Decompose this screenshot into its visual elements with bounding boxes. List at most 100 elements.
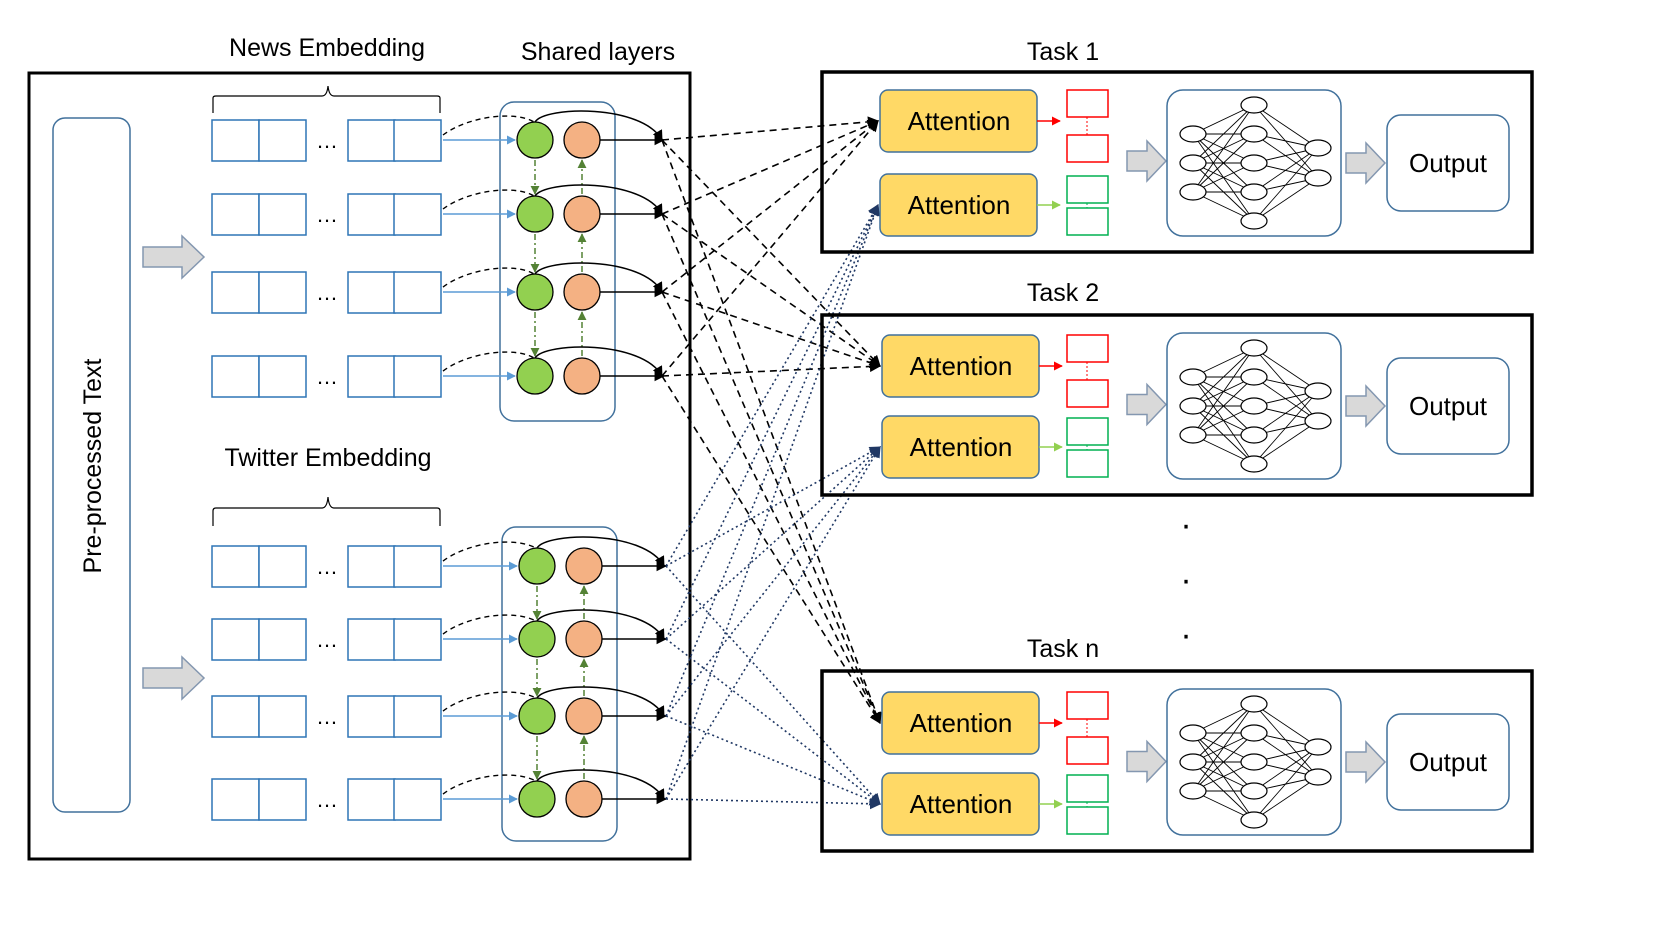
twitter-to-attention-link — [665, 446, 881, 717]
twitter-to-attention-link — [665, 638, 881, 805]
task-title: Task 2 — [1027, 279, 1099, 307]
decoder-node — [565, 547, 603, 585]
network-neuron — [1179, 368, 1207, 386]
network-neuron — [1240, 724, 1268, 742]
twitter-to-attention-link — [665, 203, 880, 800]
attention-label: Attention — [910, 708, 1013, 738]
to-network-arrow — [1126, 382, 1168, 427]
task-frame — [820, 70, 1534, 254]
news-to-attention-link — [661, 213, 882, 725]
attention-weight-box — [1066, 134, 1109, 163]
attention-label: Attention — [910, 432, 1013, 462]
news-input-arrow — [142, 234, 206, 280]
embedding-cell — [347, 355, 396, 398]
embedding-ellipsis: … — [316, 280, 338, 305]
task-frame — [820, 669, 1534, 853]
network-neuron — [1240, 183, 1268, 201]
attention-weight-box — [1066, 691, 1109, 720]
task-frame — [820, 313, 1534, 497]
embedding-cell — [258, 119, 307, 162]
embedding-cell — [258, 271, 307, 314]
twitter-to-attention-link — [665, 715, 882, 806]
embedding-cell — [258, 193, 307, 236]
embedding-ellipsis: … — [316, 704, 338, 729]
embedding-ellipsis: … — [316, 554, 338, 579]
network-neuron — [1304, 382, 1332, 400]
network-neuron — [1240, 125, 1268, 143]
encoder-node — [518, 697, 556, 735]
embedding-cell — [258, 355, 307, 398]
embedding-cell — [347, 618, 396, 661]
embedding-cell — [393, 271, 442, 314]
encoder-node — [518, 620, 556, 658]
attention-weight-box — [1066, 379, 1109, 408]
decoder-node — [563, 357, 601, 395]
twitter-embedding-brace — [212, 496, 441, 526]
embedding-cell — [347, 695, 396, 738]
news-embedding-label: News Embedding — [229, 34, 425, 62]
network-neuron — [1240, 811, 1268, 829]
embedding-ellipsis: … — [316, 627, 338, 652]
embedding-cell — [393, 119, 442, 162]
network-neuron — [1240, 96, 1268, 114]
encoder-node — [516, 357, 554, 395]
news-to-attention-link — [661, 360, 882, 377]
embedding-cell — [393, 618, 442, 661]
shared-layers-label: Shared layers — [521, 38, 675, 66]
embedding-cell — [211, 695, 260, 738]
news-to-attention-link — [661, 139, 881, 367]
network-neuron — [1179, 154, 1207, 172]
attention-weight-box — [1066, 774, 1109, 803]
twitter-embedding-row: … — [211, 609, 668, 697]
task-title: Task n — [1027, 635, 1099, 663]
decoder-node — [565, 697, 603, 735]
encoder-node — [516, 121, 554, 159]
output-box — [1386, 713, 1510, 811]
twitter-embedding-row: … — [211, 769, 668, 821]
twitter-to-attention-link — [665, 203, 880, 717]
embedding-cell — [258, 618, 307, 661]
to-output-arrow — [1345, 141, 1387, 185]
embedding-cell — [258, 778, 307, 821]
twitter-embedding-label: Twitter Embedding — [224, 444, 431, 472]
network-neuron — [1304, 412, 1332, 430]
news-shared-layers-panel — [499, 101, 616, 422]
output-box — [1386, 114, 1510, 212]
embedding-cell — [211, 355, 260, 398]
embedding-cell — [211, 193, 260, 236]
news-embedding-row: … — [211, 184, 666, 273]
twitter-shared-layers-panel — [501, 526, 618, 842]
embedding-cell — [393, 695, 442, 738]
network-neuron — [1240, 397, 1268, 415]
network-neuron — [1240, 339, 1268, 357]
task-continuation-dot-1: · — [1180, 506, 1191, 544]
network-neuron — [1240, 695, 1268, 713]
decoder-node — [563, 121, 601, 159]
embedding-cell — [211, 271, 260, 314]
embedding-ellipsis: … — [316, 128, 338, 153]
network-neuron — [1179, 753, 1207, 771]
twitter-to-attention-link — [665, 204, 879, 567]
attention-weight-box — [1066, 334, 1109, 363]
news-to-attention-link — [661, 120, 879, 377]
embedding-cell — [393, 778, 442, 821]
network-neuron — [1240, 753, 1268, 771]
network-neuron — [1304, 139, 1332, 157]
to-network-arrow — [1126, 739, 1168, 784]
embedding-cell — [211, 778, 260, 821]
encoder-node — [518, 547, 556, 585]
news-to-attention-link — [661, 291, 882, 369]
network-neuron — [1179, 125, 1207, 143]
decoder-node — [563, 195, 601, 233]
encoder-node — [516, 273, 554, 311]
output-label: Output — [1409, 148, 1488, 178]
task-continuation-dot-2: · — [1180, 561, 1191, 599]
twitter-input-arrow — [142, 655, 206, 701]
embedding-cell — [393, 545, 442, 588]
news-embedding-row: … — [211, 346, 666, 398]
embedding-cell — [211, 618, 260, 661]
network-neuron — [1304, 738, 1332, 756]
attention-label: Attention — [908, 190, 1011, 220]
